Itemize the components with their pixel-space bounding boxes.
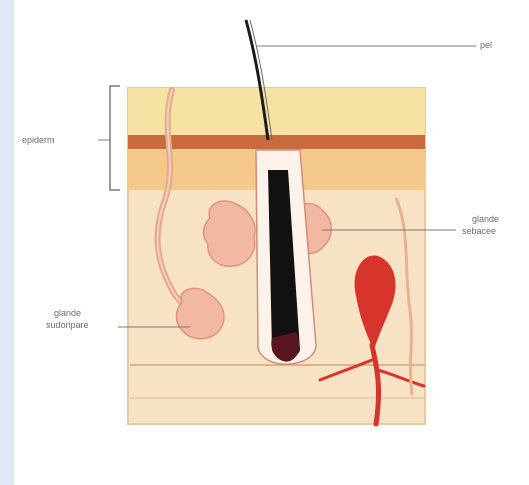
label-sebaceous-gland-line2: sebacee [462,226,496,237]
epidermis-band-layer [128,135,425,149]
epidermis-bracket [110,86,120,190]
label-hair: pel [480,40,492,51]
label-sweat-gland-line2: sudoripare [46,320,89,331]
label-sebaceous-gland-line1: glande [472,214,499,225]
label-epidermis: epiderm [22,135,55,146]
sebaceous-gland-left [204,201,256,266]
label-sweat-gland-line1: glande [54,308,81,319]
